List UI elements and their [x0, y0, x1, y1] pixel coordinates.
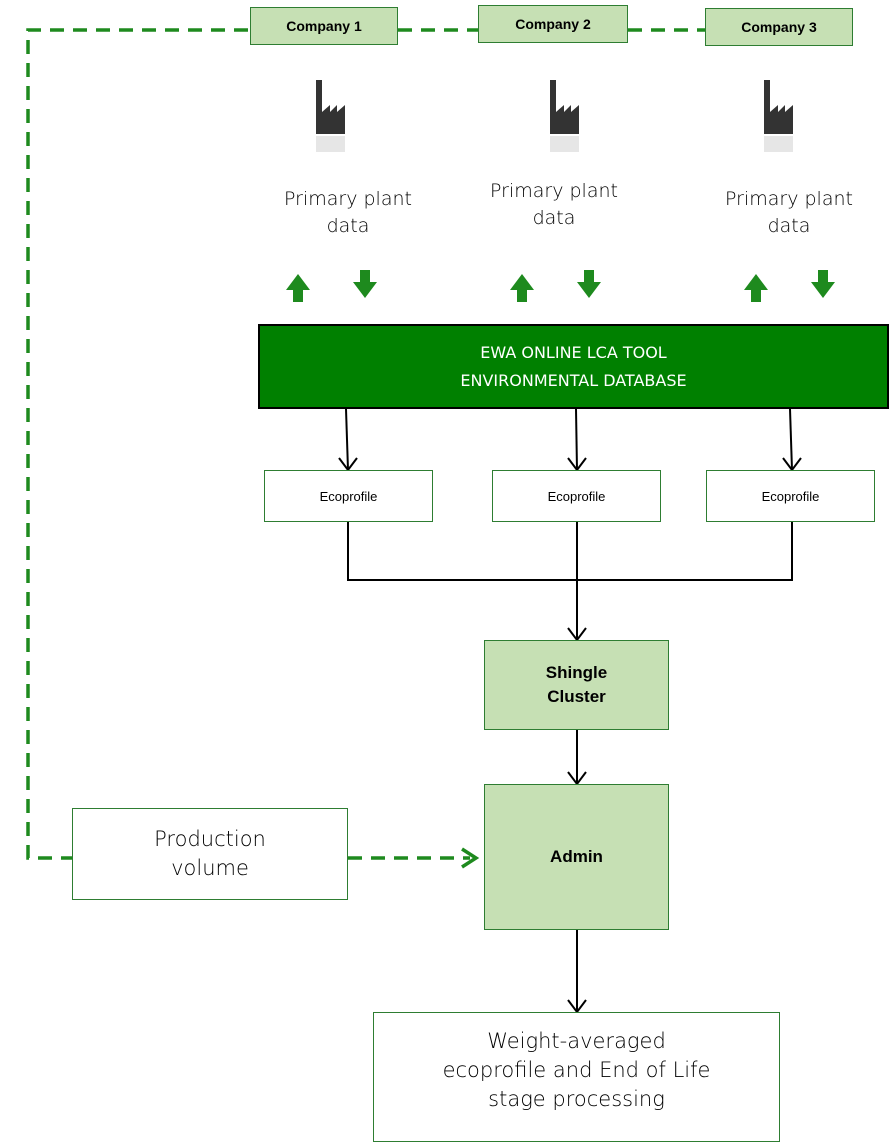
arrow-up-icon [744, 274, 768, 302]
production-line-1: Production [154, 827, 266, 851]
arrow-down-icon [811, 270, 835, 298]
shingle-cluster-box: Shingle Cluster [484, 640, 669, 730]
factory-icon [764, 80, 793, 134]
plant-label-1: Primary plant data [284, 188, 412, 237]
database-line-2: ENVIRONMENTAL DATABASE [460, 370, 687, 390]
lca-database-box: EWA ONLINE LCA TOOL ENVIRONMENTAL DATABA… [258, 324, 889, 409]
database-line-1: EWA ONLINE LCA TOOL [480, 342, 667, 362]
cluster-line-1: Shingle [545, 663, 608, 682]
result-line-3: stage processing [488, 1086, 665, 1111]
arrow-up-icon [286, 274, 310, 302]
admin-box: Admin [484, 784, 669, 930]
dashed-feedback-line [26, 28, 705, 860]
company-3-box: Company 3 [705, 8, 853, 46]
cluster-line-2: Cluster [547, 687, 606, 706]
result-line-1: Weight-averaged [487, 1028, 666, 1053]
production-volume-box: Production volume [72, 808, 348, 900]
plant-label-3: Primary plant data [725, 188, 853, 237]
arrow-down-icon [353, 270, 377, 298]
arrow-up-icon [510, 274, 534, 302]
production-line-2: volume [171, 856, 249, 880]
ecoprofile-box-1: Ecoprofile [264, 470, 433, 522]
result-line-2: ecoprofile and End of Life [442, 1057, 711, 1082]
arrow-down-icon [577, 270, 601, 298]
plant-label-2: Primary plant data [490, 180, 618, 229]
ecoprofile-box-3: Ecoprofile [706, 470, 875, 522]
ecoprofile-box-2: Ecoprofile [492, 470, 661, 522]
company-1-box: Company 1 [250, 7, 398, 45]
factory-icon [550, 80, 579, 134]
dashed-arrowhead [461, 847, 480, 869]
weight-averaged-result-box: Weight-averaged ecoprofile and End of Li… [373, 1012, 780, 1142]
factory-icon [316, 80, 345, 134]
company-2-box: Company 2 [478, 5, 628, 43]
